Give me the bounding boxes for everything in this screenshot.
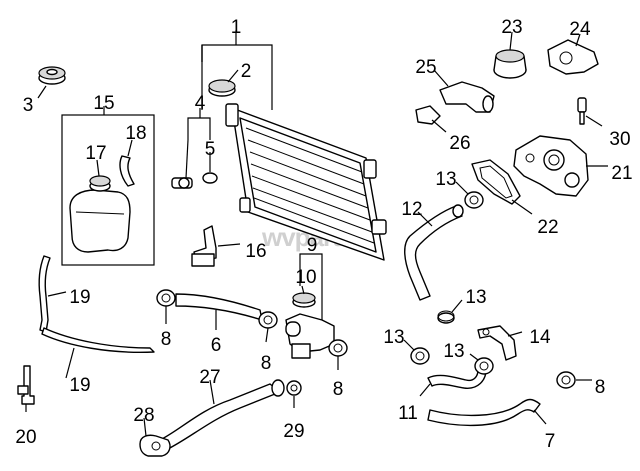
housing-gasket bbox=[471, 159, 533, 215]
grommet bbox=[202, 152, 218, 184]
hose-clamp-d bbox=[455, 181, 484, 209]
hose-bracket bbox=[17, 365, 35, 412]
callout-22: 22 bbox=[537, 217, 558, 238]
hose-clamp-c bbox=[328, 339, 348, 370]
callout-13: 13 bbox=[435, 169, 456, 190]
callout-3: 3 bbox=[23, 95, 34, 116]
radiator-bracket bbox=[191, 225, 241, 267]
callout-27: 27 bbox=[199, 367, 220, 388]
callout-25: 25 bbox=[415, 57, 436, 78]
callout-19: 19 bbox=[69, 375, 90, 396]
water-outlet-pipe bbox=[433, 69, 495, 113]
hose-clamp-g bbox=[556, 371, 592, 389]
callout-8: 8 bbox=[261, 353, 272, 374]
callout-4: 4 bbox=[195, 93, 206, 114]
callout-13: 13 bbox=[443, 341, 464, 362]
pipe-flange-gasket bbox=[139, 417, 171, 457]
callout-7: 7 bbox=[545, 431, 556, 452]
callout-8: 8 bbox=[595, 377, 606, 398]
callout-13: 13 bbox=[383, 327, 404, 348]
radiator-outlet-hose bbox=[427, 398, 547, 427]
hose-clamp-a bbox=[156, 289, 176, 324]
callout-8: 8 bbox=[161, 329, 172, 350]
o-ring bbox=[286, 380, 302, 408]
thermostat-cover bbox=[547, 33, 599, 75]
mount-bracket bbox=[171, 139, 193, 189]
callout-28: 28 bbox=[133, 405, 154, 426]
callout-8: 8 bbox=[333, 379, 344, 400]
callout-21: 21 bbox=[611, 163, 632, 184]
hose-clamp-f bbox=[469, 353, 494, 375]
bypass-pipe bbox=[159, 379, 285, 451]
callout-24: 24 bbox=[569, 19, 591, 40]
callout-9: 9 bbox=[307, 235, 318, 256]
overflow-hose bbox=[119, 139, 135, 187]
callout-29: 29 bbox=[283, 421, 304, 442]
reservoir-cap bbox=[37, 66, 66, 99]
callout-11: 11 bbox=[398, 403, 418, 424]
radiator-cap bbox=[208, 69, 239, 97]
callout-12: 12 bbox=[401, 199, 422, 220]
callout-26: 26 bbox=[449, 133, 470, 154]
heater-hose bbox=[419, 369, 487, 397]
upper-hose bbox=[404, 204, 464, 301]
callout-10: 10 bbox=[295, 267, 316, 288]
hose-clamp-e bbox=[403, 339, 430, 365]
callout-18: 18 bbox=[125, 123, 146, 144]
lower-hose bbox=[175, 293, 263, 330]
reservoir-group-box bbox=[61, 114, 155, 266]
radiator bbox=[225, 103, 387, 261]
water-outlet bbox=[285, 285, 335, 359]
callout-14: 14 bbox=[529, 327, 551, 348]
callout-17: 17 bbox=[85, 143, 106, 164]
temperature-sensor bbox=[577, 97, 603, 127]
callout-13: 13 bbox=[465, 287, 486, 308]
callout-16: 16 bbox=[245, 241, 266, 262]
coolant-reservoir bbox=[69, 159, 131, 253]
callout-2: 2 bbox=[241, 61, 252, 82]
callout-6: 6 bbox=[211, 335, 222, 356]
callout-23: 23 bbox=[501, 17, 522, 38]
callout-30: 30 bbox=[609, 129, 630, 150]
callout-19: 19 bbox=[69, 287, 90, 308]
callout-5: 5 bbox=[205, 139, 216, 160]
callout-20: 20 bbox=[15, 427, 36, 448]
coolant-pipe bbox=[477, 325, 523, 361]
reservoir-hose bbox=[38, 255, 155, 379]
hose-clamp-b bbox=[258, 311, 278, 343]
callout-15: 15 bbox=[93, 93, 114, 114]
outlet-gasket bbox=[415, 105, 447, 133]
callout-1: 1 bbox=[231, 17, 242, 38]
water-pump-housing bbox=[513, 135, 608, 197]
spring-clamp bbox=[437, 299, 463, 324]
thermostat bbox=[493, 31, 527, 79]
